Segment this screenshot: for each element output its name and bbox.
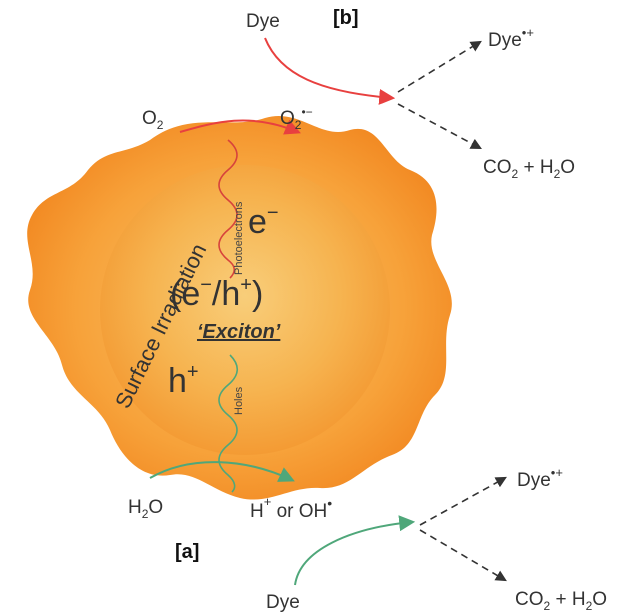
dashed-arrow-top-1: [397, 40, 482, 93]
photoelectrons-label: Photoelectrons: [233, 201, 245, 275]
h2o-label: H2O: [128, 497, 163, 521]
panel-b-label: [b]: [333, 7, 359, 29]
dye-bottom-label: Dye: [266, 592, 300, 613]
hole-label: h+: [168, 361, 199, 400]
panel-a-label: [a]: [175, 541, 199, 563]
exciton-label: ‘Exciton’: [197, 321, 281, 343]
green-arrow-dye: [294, 515, 416, 586]
holes-label: Holes: [233, 386, 245, 415]
o2-label: O2: [142, 108, 164, 132]
dashed-arrow-bottom-2: [419, 529, 507, 582]
green-arrow-h2o: [149, 461, 295, 482]
co2-h2o-top: CO2 + H2O: [483, 157, 575, 181]
h-plus-or-oh-label: H+ or OH•: [250, 494, 332, 522]
dashed-arrow-bottom-1: [419, 476, 507, 526]
red-arrow-dye: [264, 37, 396, 105]
dye-top-label: Dye: [246, 11, 280, 32]
photoelectron-wave: [218, 139, 238, 279]
o2-radical-label: O2•−: [280, 105, 313, 132]
dye-radical-bottom: Dye•+: [517, 465, 563, 491]
hole-wave: [218, 354, 239, 493]
electron-label: e−: [248, 202, 279, 241]
co2-h2o-bottom: CO2 + H2O: [515, 589, 607, 613]
dashed-arrow-top-2: [397, 103, 482, 150]
particle-core: [100, 165, 390, 455]
dye-radical-top: Dye•+: [488, 25, 534, 51]
red-arrow-o2: [179, 119, 301, 135]
exciton-pair-label: (e−/h+): [170, 274, 263, 313]
